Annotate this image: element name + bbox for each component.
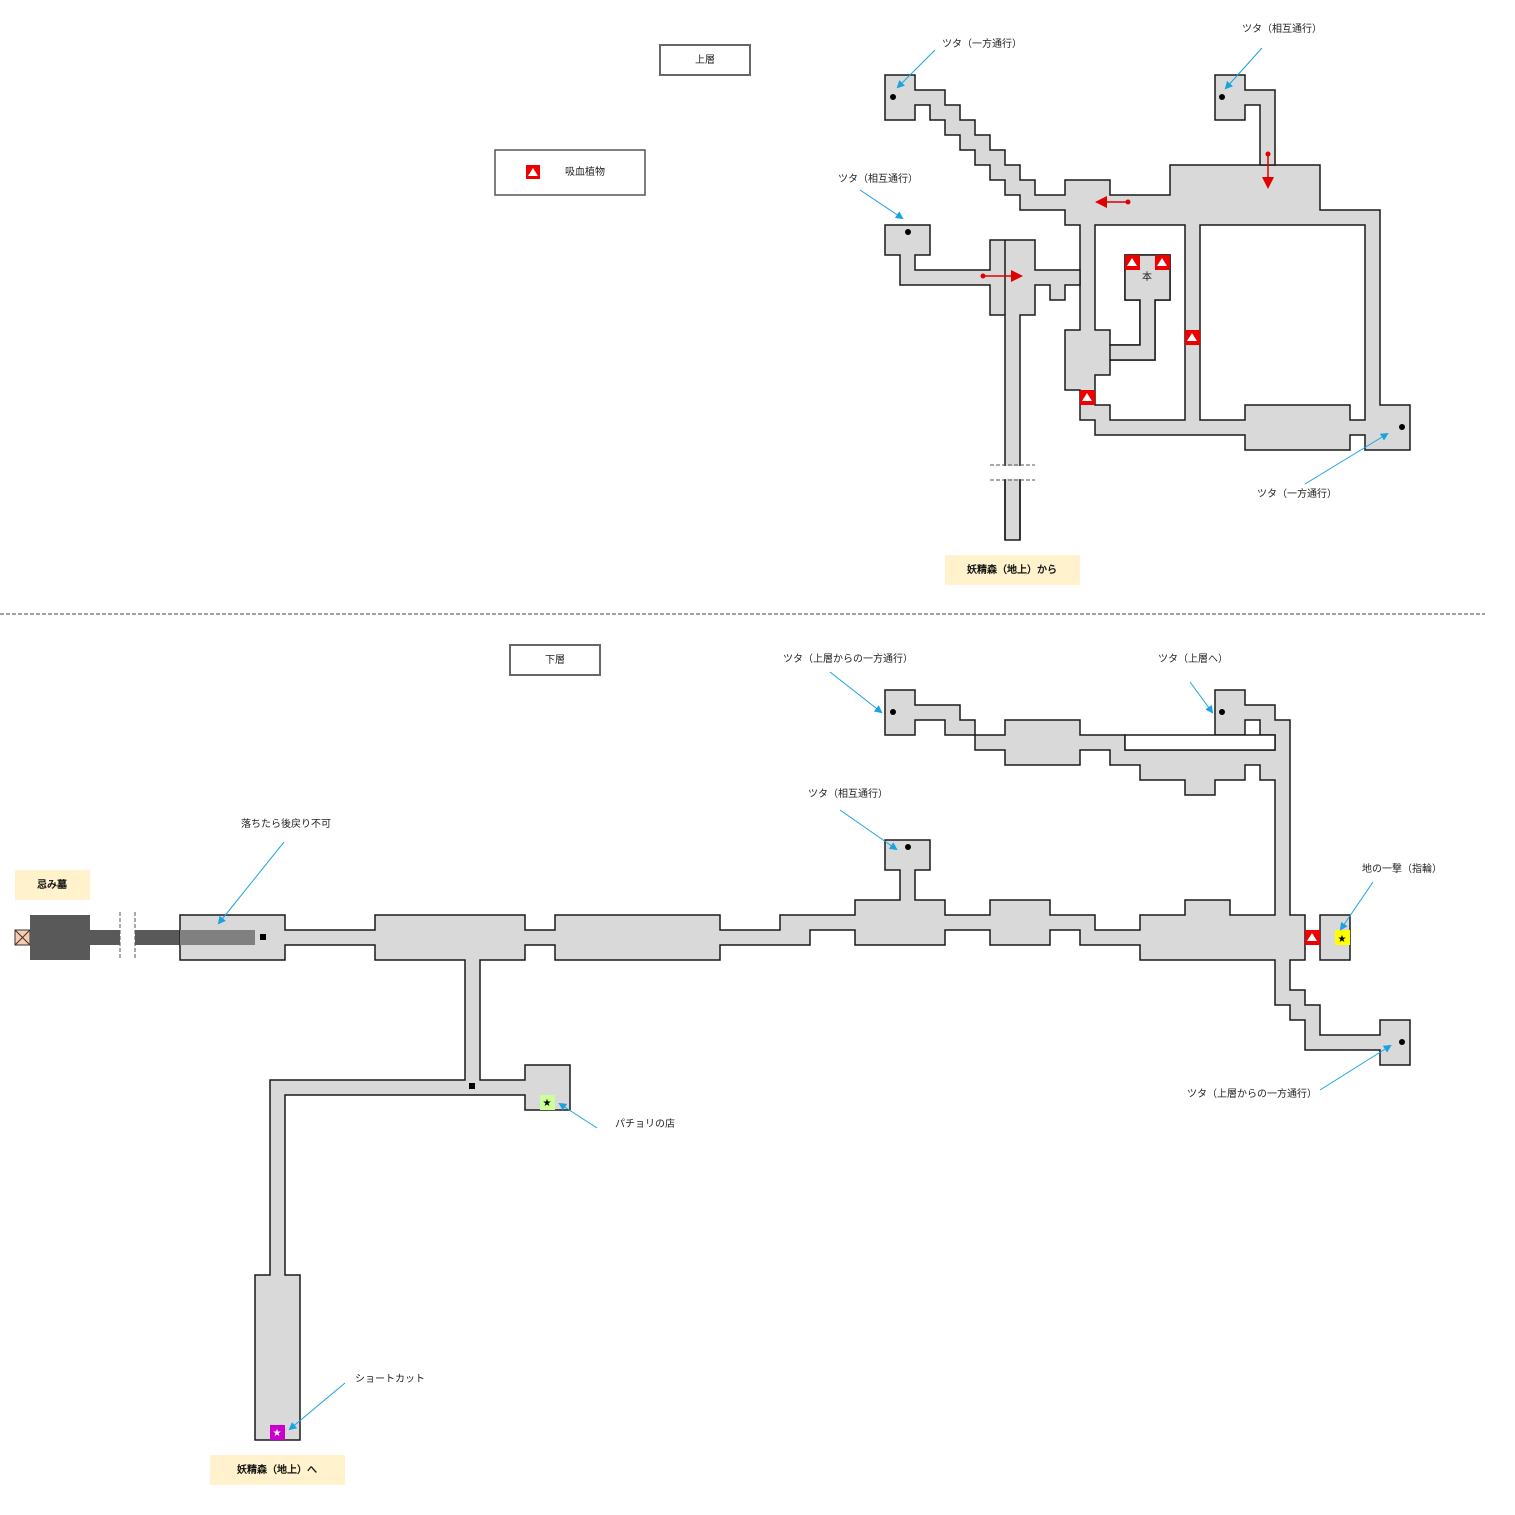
vine-point-icon	[1219, 709, 1225, 715]
book-label: 本	[1142, 270, 1152, 283]
svg-text:★: ★	[273, 1428, 282, 1439]
entrance-from-surface-label: 妖精森（地上）から	[967, 563, 1057, 576]
callout-label: ツタ（一方通行）	[942, 37, 1022, 50]
callout-label: 地の一撃（指輪）	[1362, 862, 1442, 875]
callout-label: 落ちたら後戻り不可	[241, 817, 331, 830]
legend-label: 吸血植物	[565, 165, 605, 178]
exit-to-surface-label: 妖精森（地上）へ	[237, 1463, 317, 1476]
vine-point-icon	[905, 229, 911, 235]
callout-label: ツタ（相互通行）	[808, 787, 888, 800]
corridor-break	[998, 466, 1028, 479]
shop-icon[interactable]: ★	[540, 1095, 555, 1110]
vine-point-icon	[890, 709, 896, 715]
vampire-plant-icon	[1080, 390, 1095, 405]
legend: 吸血植物	[494, 149, 646, 196]
svg-text:★: ★	[543, 1098, 552, 1109]
triangle-icon	[528, 168, 538, 176]
vampire-plant-icon	[1125, 255, 1140, 270]
entrance-from-surface[interactable]	[945, 555, 1080, 585]
exit-to-surface[interactable]	[210, 1455, 345, 1485]
callout-label: ツタ（上層からの一方通行）	[783, 652, 913, 665]
callout-label: ツタ（一方通行）	[1257, 487, 1337, 500]
one-way-arrow-icon	[1095, 196, 1131, 208]
lower-layer-label-box	[509, 644, 601, 676]
callout-label: ツタ（上層からの一方通行）	[1187, 1087, 1317, 1100]
room-book	[1109, 254, 1171, 361]
lower-layer: 下層 忌み墓 ★ ★ ★ ツタ（上層からの一方通行）	[14, 644, 1442, 1485]
callout-label: パチョリの店	[615, 1117, 675, 1130]
dark-room	[30, 915, 90, 960]
svg-text:★: ★	[1338, 934, 1347, 945]
save-point-icon	[260, 934, 266, 940]
upper-layer-label-box	[659, 44, 751, 76]
upper-layer-label: 上層	[695, 54, 715, 66]
room-west	[884, 224, 1081, 541]
lower-layer-label: 下層	[545, 654, 565, 666]
vampire-plant-icon	[1155, 255, 1170, 270]
callout-label: ツタ（相互通行）	[1242, 22, 1322, 35]
sealed-door-icon	[14, 929, 31, 946]
ring-item-icon[interactable]: ★	[1335, 930, 1350, 945]
vine-point-icon	[905, 844, 911, 850]
drop-passage	[180, 930, 255, 945]
vine-point-icon	[1399, 424, 1405, 430]
callout-label: ショートカット	[355, 1373, 425, 1385]
vine-point-icon	[890, 94, 896, 100]
save-point-icon	[469, 1083, 475, 1089]
room-upper-top-right	[1214, 74, 1276, 166]
one-way-arrow-icon	[980, 270, 1023, 282]
entrance-cursed-grave[interactable]	[15, 870, 90, 900]
vine-point-icon	[1219, 94, 1225, 100]
vampire-plant-icon	[1305, 930, 1320, 945]
callout-label: ツタ（相互通行）	[838, 172, 918, 185]
upper-layer: 上層 吸血植物 本	[494, 22, 1411, 585]
vine-point-icon	[1399, 1039, 1405, 1045]
vampire-plant-icon	[1185, 330, 1200, 345]
upper-void-right	[1199, 224, 1366, 421]
entrance-cursed-grave-label: 忌み墓	[37, 878, 68, 891]
callout-label: ツタ（上層へ）	[1158, 653, 1228, 665]
main-corridor	[179, 689, 1411, 1441]
one-way-arrow-icon	[1262, 151, 1274, 189]
legend-box	[494, 149, 646, 196]
shortcut-icon[interactable]: ★	[270, 1425, 285, 1440]
